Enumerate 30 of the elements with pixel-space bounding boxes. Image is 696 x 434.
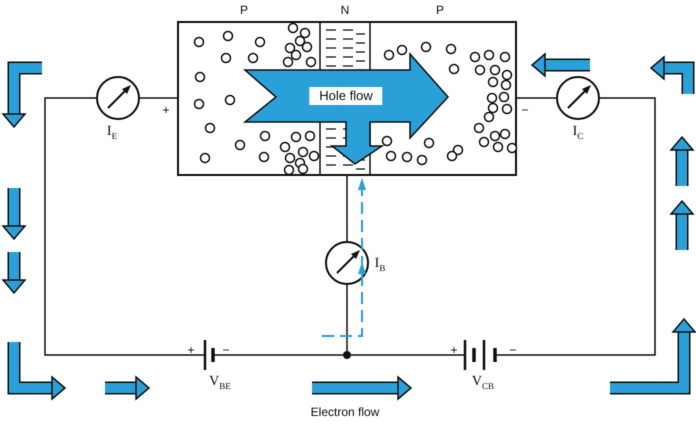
polarity-sign: + <box>188 343 194 357</box>
circuit-wire <box>495 97 656 356</box>
circuit-wire <box>516 97 557 99</box>
circuit-wire <box>346 284 348 351</box>
ammeter-symbol <box>556 76 600 120</box>
circuit-wire <box>346 175 348 242</box>
region-label: P <box>436 3 444 17</box>
polarity-sign: + <box>162 103 170 117</box>
arrow-label: Hole flow <box>309 87 383 105</box>
circuit-wire <box>139 97 178 99</box>
circuit-wire <box>44 97 205 356</box>
voltage-label: V$_{BE}$ <box>209 375 231 393</box>
current-label: I$_{B}$ <box>374 257 386 275</box>
voltage-label: V$_{CB}$ <box>472 375 494 393</box>
polarity-sign: − <box>522 103 528 117</box>
caption-text: Electron flow <box>310 405 380 419</box>
polarity-sign: + <box>450 343 458 357</box>
junction-dot <box>343 351 351 359</box>
battery-symbol <box>464 340 497 370</box>
circuit-wire <box>351 354 465 356</box>
ammeter-symbol <box>96 76 140 120</box>
region-label: N <box>340 3 350 17</box>
circuit-wire <box>213 354 343 356</box>
battery-symbol <box>204 340 215 370</box>
ammeter-symbol <box>325 241 369 285</box>
polarity-sign: − <box>510 343 516 357</box>
polarity-sign: − <box>222 343 230 357</box>
current-label: I$_{C}$ <box>572 125 584 143</box>
current-label: I$_{E}$ <box>106 125 118 143</box>
region-label: P <box>240 3 248 17</box>
